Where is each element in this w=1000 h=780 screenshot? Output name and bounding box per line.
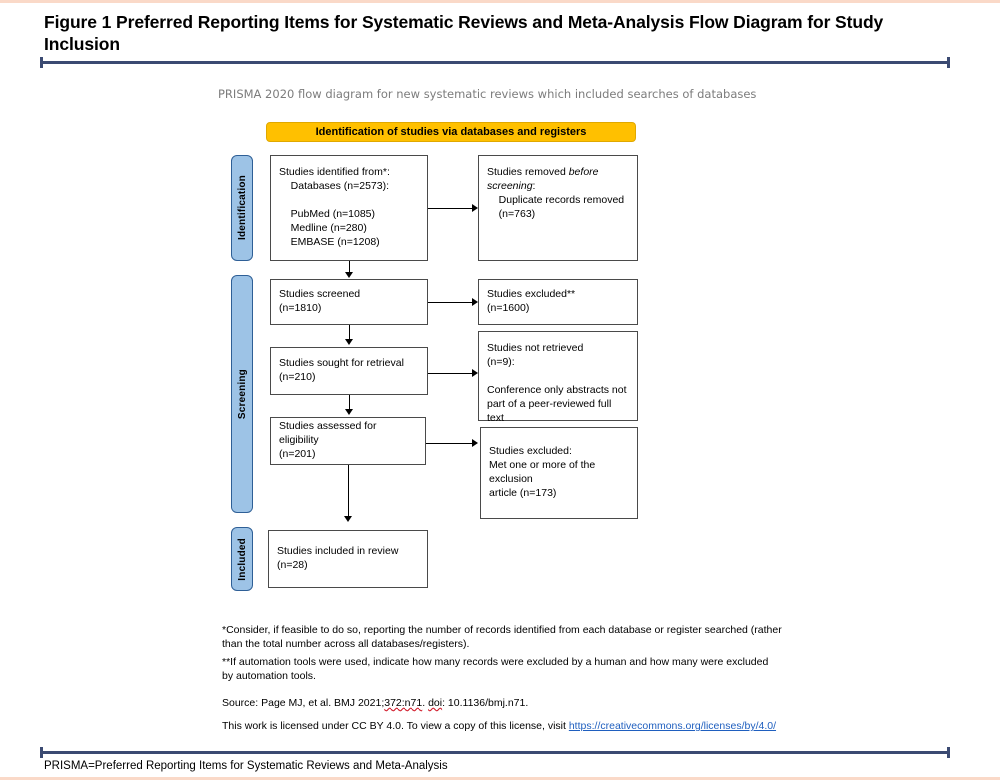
note-source: Source: Page MJ, et al. BMJ 2021;372:n71… [222,697,782,711]
box-studies-identified: Studies identified from*: Databases (n=2… [270,155,428,261]
arrowhead-sought-to-assessed [345,409,353,415]
note-asterisk: *Consider, if feasible to do so, reporti… [222,624,782,650]
footer-abbreviation-note: PRISMA=Preferred Reporting Items for Sys… [44,760,448,772]
removed-italic-before: before [568,166,599,178]
divider-top [40,57,950,68]
stage-label-screening: Screening [231,275,253,513]
diagram-caption: PRISMA 2020 flow diagram for new systema… [218,87,757,101]
removed-line-rest: : Duplicate records removed (n=763) [498,179,625,220]
stage-label-included-text: Included [236,537,248,581]
connector-sought-to-assessed [349,395,350,409]
stage-label-included: Included [231,527,253,591]
license-prefix: This work is licensed under CC BY 4.0. T… [222,720,569,732]
connector-identified-to-screened [349,261,350,273]
arrowhead-sought-to-not-retrieved [472,369,478,377]
box-studies-sought-retrieval: Studies sought for retrieval (n=210) [270,347,428,395]
arrowhead-screened-to-excluded [472,298,478,306]
divider-bottom [40,747,950,758]
box-studies-removed-before-screening: Studies removed before screening: Duplic… [478,155,638,261]
source-prefix: Source: Page MJ, et al. BMJ 2021; [222,697,385,709]
box-studies-included-review: Studies included in review (n=28) [268,530,428,588]
source-suffix: : 10.1136/bmj.n71. [442,697,529,709]
connector-screened-to-excluded [428,302,472,303]
arrowhead-identified-to-screened [345,272,353,278]
note-license: This work is licensed under CC BY 4.0. T… [222,720,782,734]
removed-line-prefix: Studies removed [487,166,569,178]
box-studies-assessed-eligibility: Studies assessed for eligibility (n=201) [270,417,426,465]
box-studies-not-retrieved: Studies not retrieved (n=9): Conference … [478,331,638,438]
license-link[interactable]: https://creativecommons.org/licenses/by/… [568,720,777,732]
arrowhead-identified-to-removed [472,204,478,212]
stage-label-identification-text: Identification [236,175,248,241]
box-studies-excluded-eligibility: Studies excluded: Met one or more of the… [480,427,638,519]
box-studies-screened: Studies screened (n=1810) [270,279,428,325]
stage-header-identification: Identification of studies via databases … [266,122,636,142]
removed-italic-screening: screening [487,179,533,192]
connector-screened-to-sought [349,325,350,339]
stage-label-identification: Identification [231,155,253,261]
page-title: Figure 1 Preferred Reporting Items for S… [44,12,884,55]
source-mid: . [422,697,429,709]
source-doi-word: doi [428,697,443,709]
connector-sought-to-not-retrieved [428,373,472,374]
source-citation: 372:n71 [384,697,423,709]
connector-identified-to-removed [428,208,472,209]
box-studies-excluded-screening: Studies excluded** (n=1600) [478,279,638,325]
arrowhead-assessed-to-excluded [472,439,478,447]
connector-assessed-to-included [348,465,349,516]
note-double-asterisk: **If automation tools were used, indicat… [222,656,769,682]
connector-assessed-to-excluded [426,443,472,444]
arrowhead-assessed-to-included [344,516,352,522]
arrowhead-screened-to-sought [345,339,353,345]
stage-label-screening-text: Screening [236,368,248,420]
